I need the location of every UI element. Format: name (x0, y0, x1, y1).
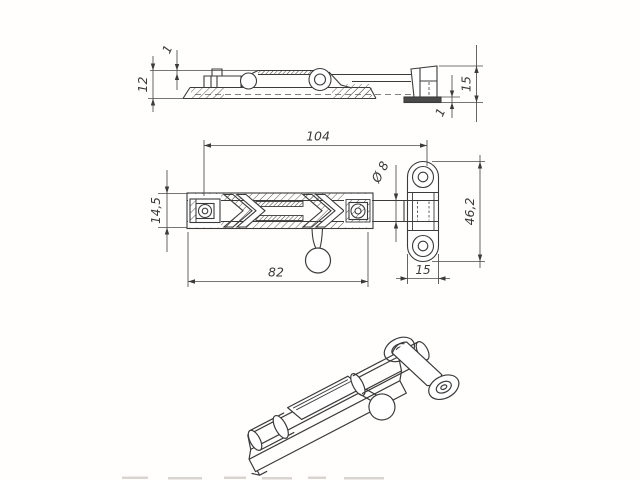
plan-keeper-hole-top (411, 165, 435, 189)
iso-bolt-cylinder (247, 412, 295, 451)
side-left-block (203, 68, 242, 88)
dim-overall-length: 104 (203, 129, 428, 196)
plan-dimensions: 104 Ø 8 14,5 82 (149, 129, 485, 287)
side-knob-ball (308, 67, 332, 92)
dim-keeper-length-label: 46,2 (462, 198, 477, 226)
side-view: 12 1 15 1 (135, 43, 483, 122)
dim-keeper-width: 15 (396, 254, 450, 284)
plan-chevron (235, 193, 266, 228)
plan-knob-ball (304, 247, 332, 274)
side-keeper-flange (403, 96, 442, 104)
plan-chevron (301, 193, 332, 228)
plan-chevron (222, 193, 253, 228)
iso-keeper-strap (391, 341, 443, 387)
plan-keeper-hole-bottom (411, 234, 435, 258)
iso-slider-plate (286, 375, 363, 421)
iso-view (247, 336, 460, 476)
dim-body-width: 14,5 (149, 170, 187, 252)
plan-view: 104 Ø 8 14,5 82 (149, 129, 485, 287)
plan-rod (373, 199, 409, 223)
dim-overall-length-label: 104 (306, 129, 330, 144)
dim-side-keeper-height-label: 15 (459, 76, 474, 92)
dim-keeper-length: 46,2 (432, 155, 485, 268)
side-rod (331, 73, 411, 83)
dim-body-length-label: 82 (268, 265, 284, 280)
dim-side-keeper-plate-label: 1 (432, 106, 448, 119)
plan-keeper (406, 160, 440, 263)
plan-right-block (344, 194, 372, 228)
plan-body (186, 192, 374, 230)
plan-chevron (314, 193, 345, 228)
dim-keeper-width-label: 15 (415, 263, 430, 277)
dim-side-cover-label: 1 (159, 43, 175, 56)
side-keeper (403, 65, 442, 104)
dim-rod-diameter-label: Ø 8 (368, 159, 392, 186)
side-right-guide (346, 84, 372, 98)
dim-body-width-label: 14,5 (149, 197, 163, 224)
dim-side-keeper-height: 15 (459, 45, 479, 122)
plan-left-block (188, 194, 221, 228)
iso-keeper-lower-tab (428, 374, 460, 401)
iso-knob-ball (368, 393, 396, 421)
scan-artifact (122, 476, 384, 480)
dim-body-length: 82 (187, 232, 369, 287)
iso-knob (358, 388, 396, 421)
dim-side-height: 12 (135, 56, 156, 112)
plan-knob (304, 228, 332, 274)
dim-side-height-label: 12 (135, 77, 150, 93)
dim-side-cover-thickness: 1 (159, 43, 180, 90)
